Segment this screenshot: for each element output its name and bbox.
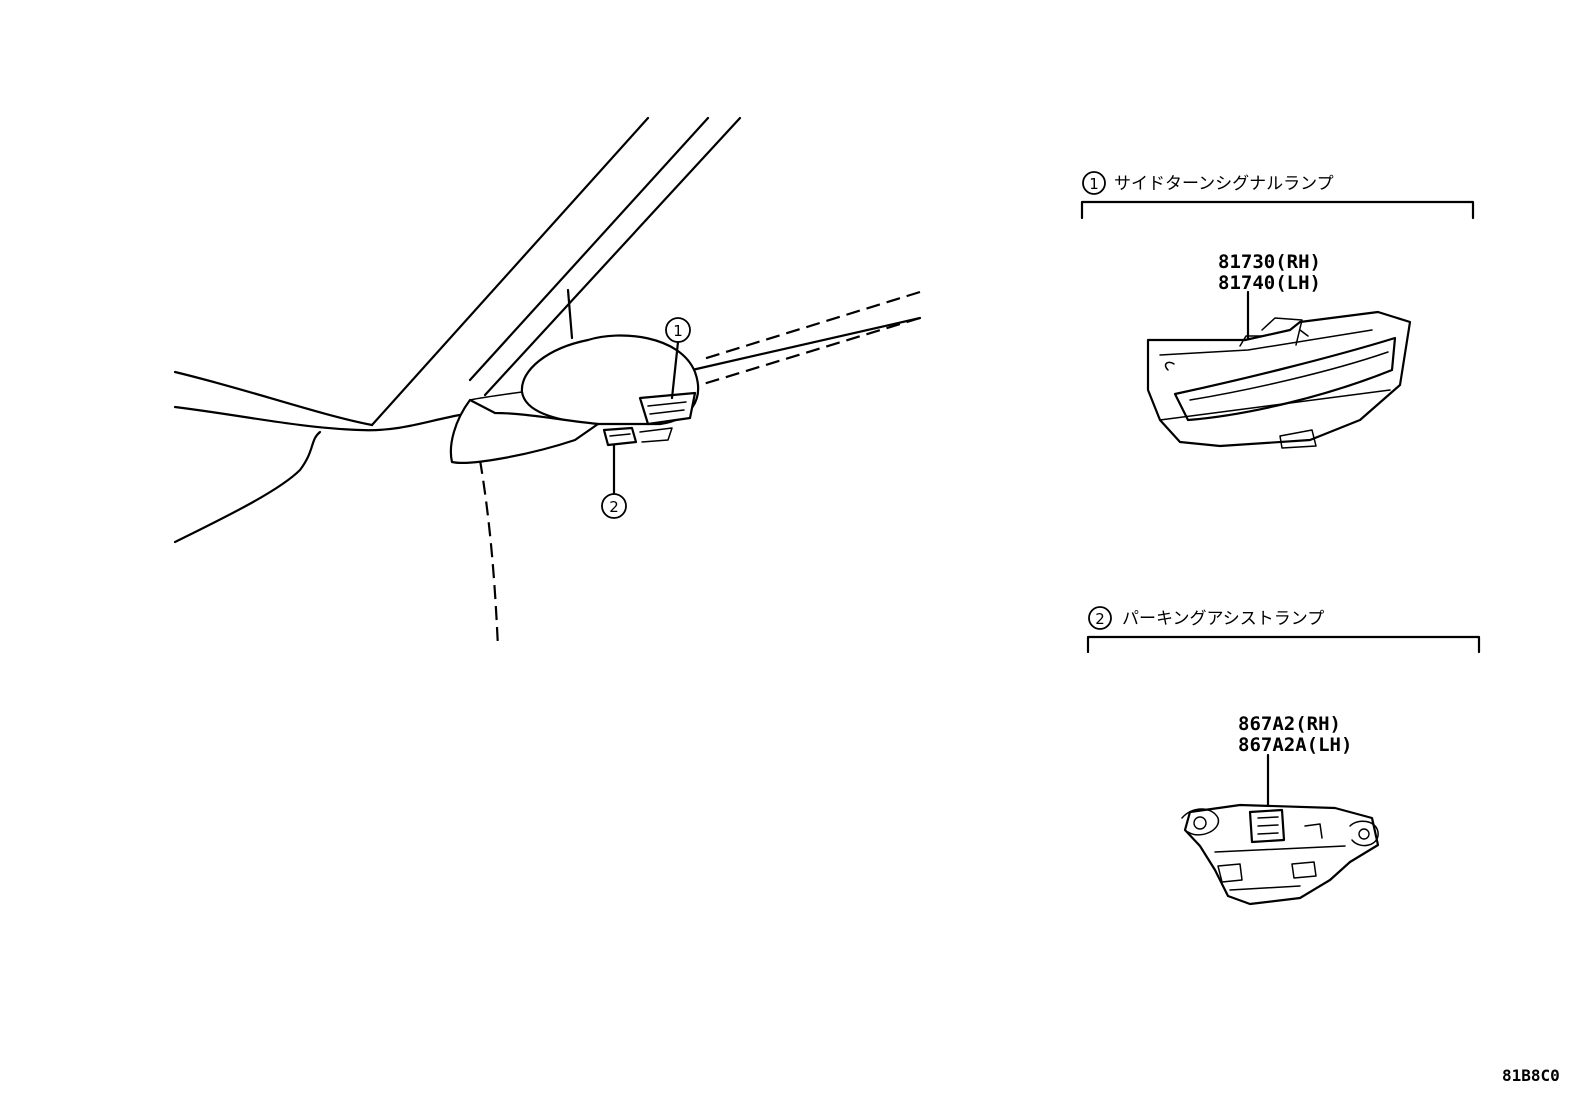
illustration-code: 81B8C0	[1502, 1066, 1560, 1085]
callout-group-1: 1 サイドターンシグナルランプ 81730(RH) 81740(LH)	[1080, 171, 1475, 449]
callout-2-number: 2	[1095, 610, 1105, 628]
callout-2-bracket	[1086, 635, 1481, 654]
svg-text:1: 1	[673, 322, 683, 340]
overview-callout-bubble-1: 1	[665, 317, 691, 343]
part-number-867a2-rh: 867A2(RH)	[1238, 713, 1341, 735]
callout-1-header: 1 サイドターンシグナルランプ	[1082, 171, 1334, 195]
car-overview-illustration: 1 2	[173, 116, 922, 649]
part-number-81730-rh: 81730(RH)	[1218, 251, 1321, 273]
overview-callout-bubble-2: 2	[601, 493, 627, 519]
callout-group-2: 2 パーキングアシストランプ 867A2(RH) 867A2A(LH)	[1086, 606, 1481, 906]
parking-assist-lamp-illustration	[1181, 803, 1380, 906]
part-number-81740-lh: 81740(LH)	[1218, 272, 1321, 294]
callout-1-label: サイドターンシグナルランプ	[1114, 174, 1334, 194]
callout-1-bracket	[1080, 200, 1475, 220]
callout-2-header: 2 パーキングアシストランプ	[1088, 606, 1324, 630]
part-number-867a2a-lh: 867A2A(LH)	[1238, 734, 1352, 756]
callout-2-label: パーキングアシストランプ	[1122, 609, 1324, 629]
svg-text:2: 2	[609, 498, 619, 516]
side-turn-signal-lamp-illustration	[1146, 310, 1412, 449]
callout-1-number: 1	[1089, 175, 1099, 193]
